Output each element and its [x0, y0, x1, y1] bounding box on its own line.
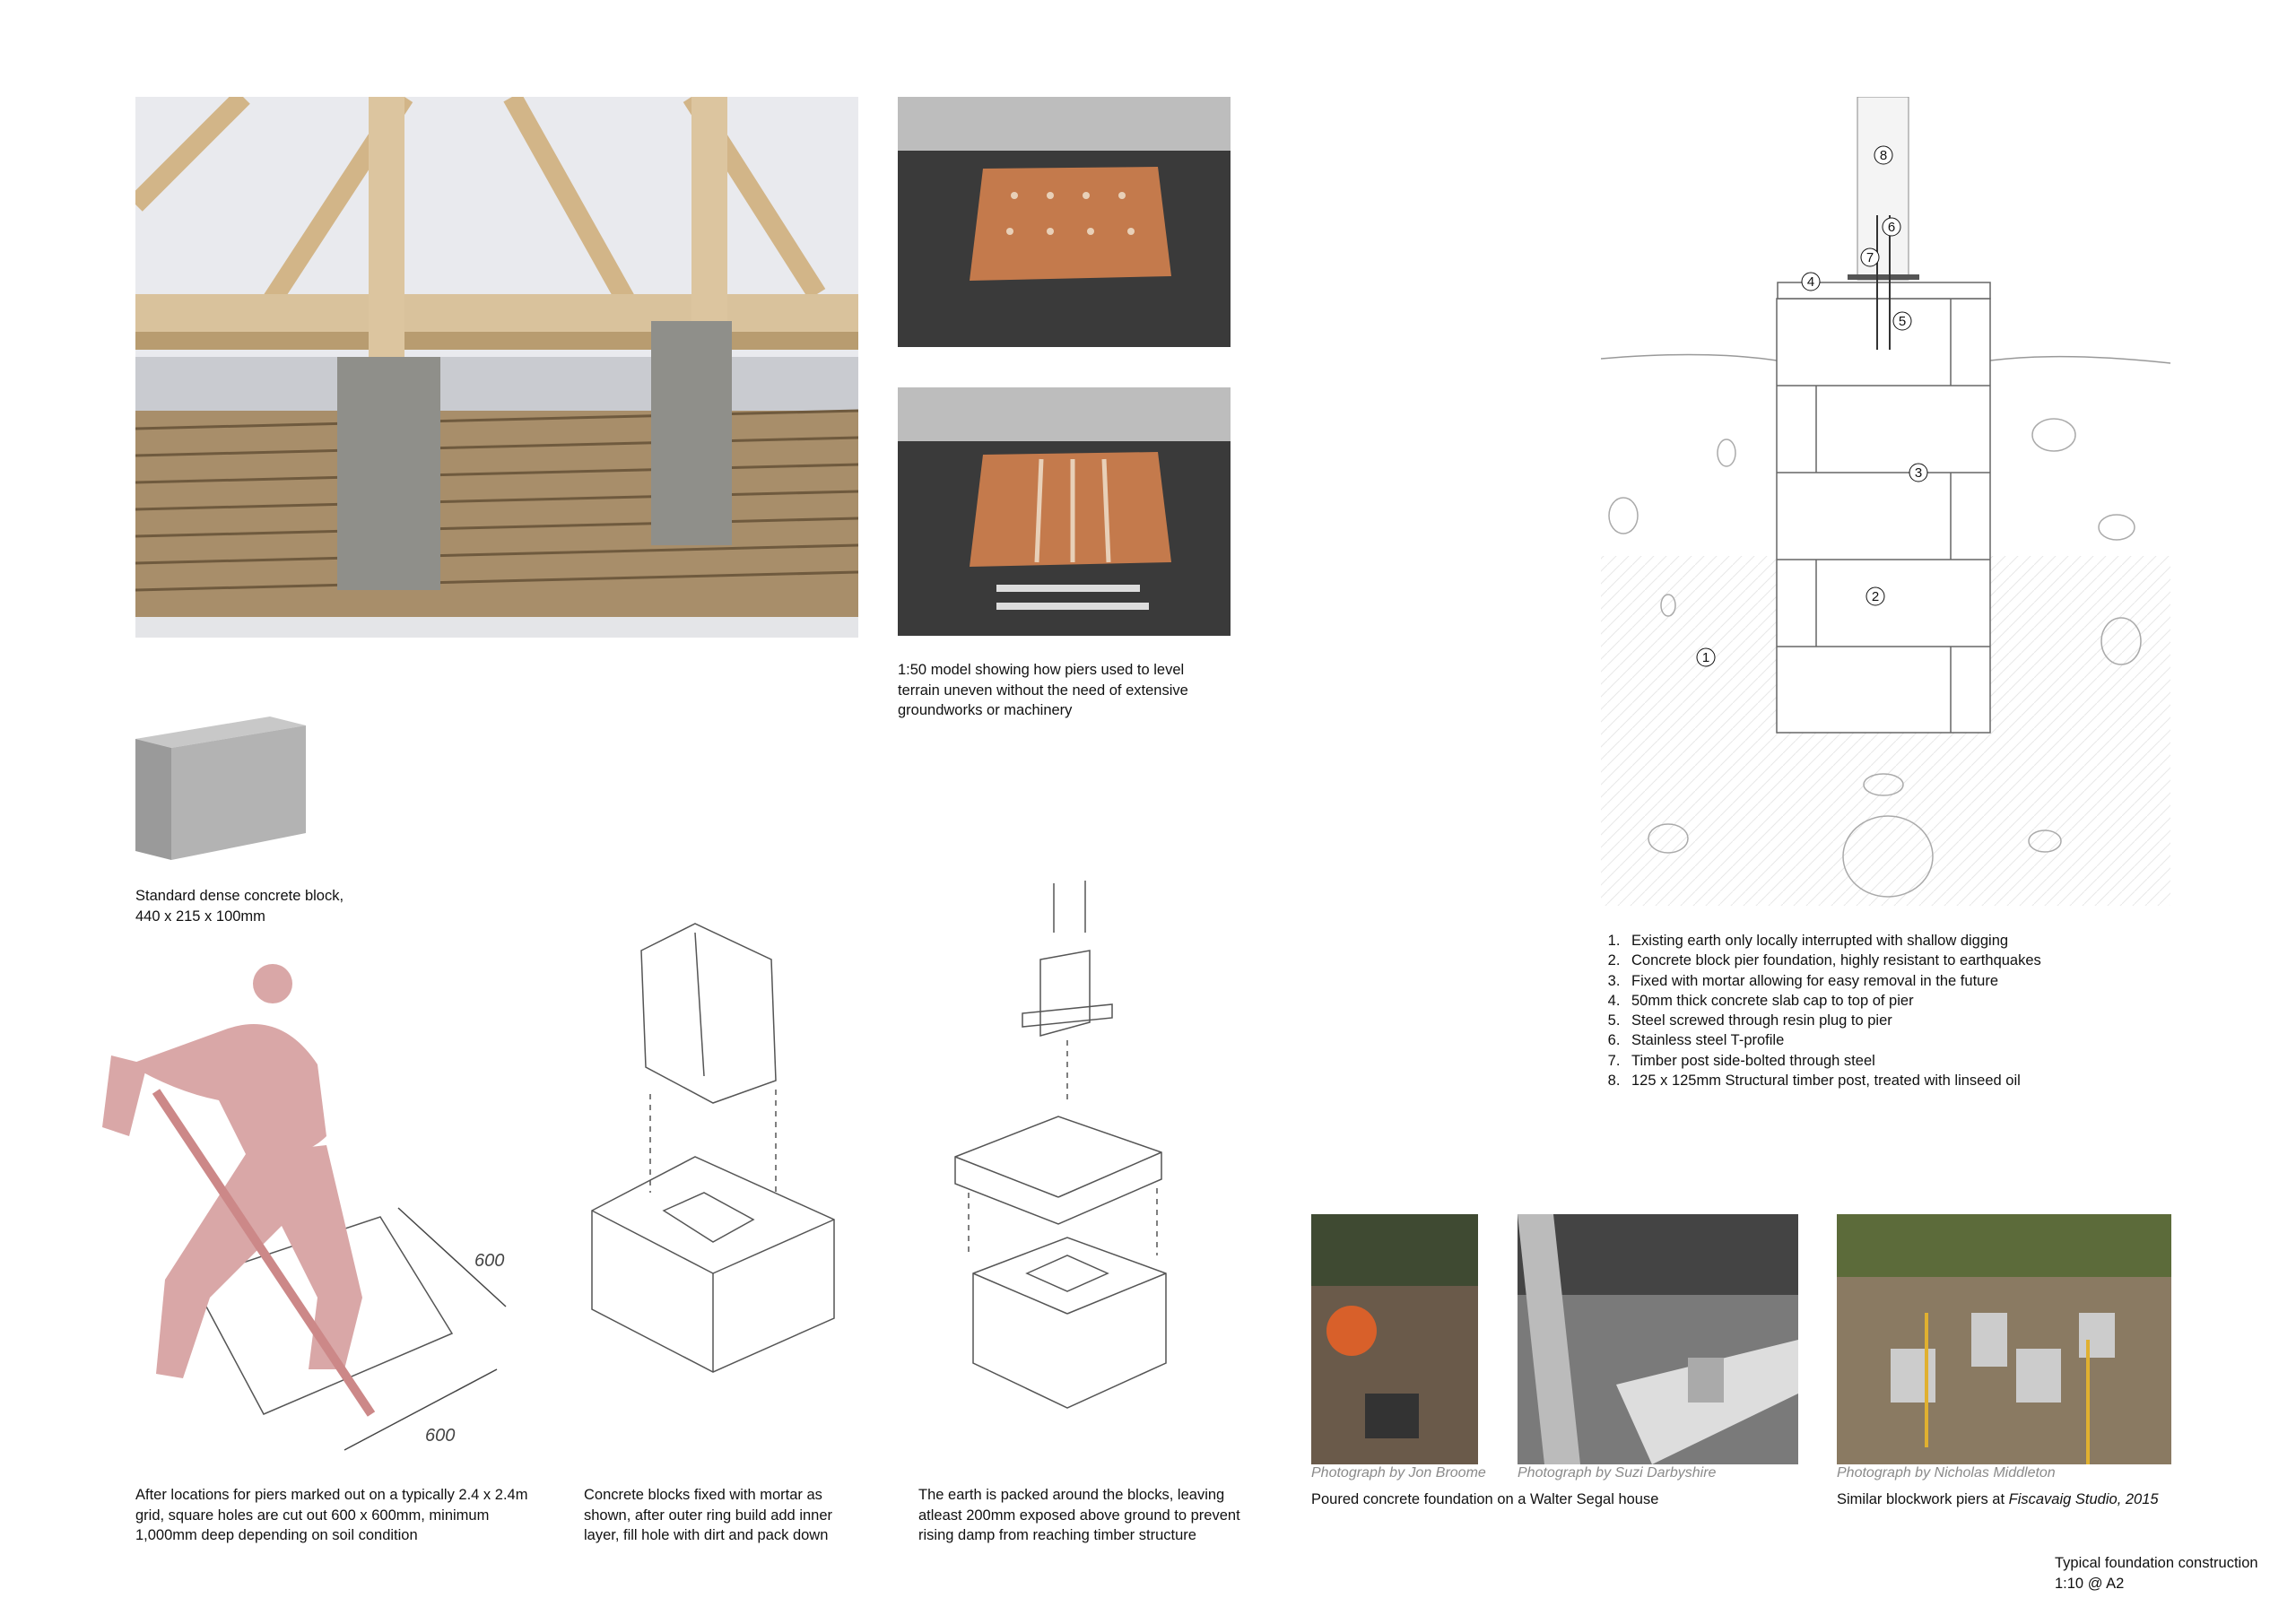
photo-credit-1: Photograph by Jon Broome [1311, 1465, 1486, 1481]
photo-credit-2: Photograph by Suzi Darbyshire [1518, 1465, 1717, 1481]
svg-text:5: 5 [1899, 314, 1906, 329]
photo-caption-1: Poured concrete foundation on a Walter S… [1311, 1491, 1659, 1507]
photo-credit-3: Photograph by Nicholas Middleton [1837, 1465, 2056, 1481]
svg-text:3: 3 [1915, 465, 1922, 481]
photo-fiscavaig-studio [1837, 1214, 2171, 1464]
sketch-digging: 600 600 [66, 957, 551, 1477]
section-label-3: 3 [1909, 463, 1928, 482]
model-caption: 1:50 model showing how piers used to lev… [898, 662, 1188, 718]
photo-caption-2: Similar blockwork piers at Fiscavaig Stu… [1837, 1491, 2159, 1507]
step-caption-1: After locations for piers marked out on … [135, 1487, 528, 1543]
sketch-block-assembly [578, 897, 857, 1417]
svg-text:7: 7 [1866, 250, 1874, 265]
model-photo-closeup [135, 97, 858, 638]
section-label-4: 4 [1801, 272, 1821, 291]
svg-text:600: 600 [425, 1426, 455, 1446]
sketch-cap-and-steel [942, 861, 1256, 1417]
photo-walter-segal-1 [1311, 1214, 1478, 1464]
foundation-section-drawing: 1 2 3 4 5 6 7 8 [1601, 97, 2175, 908]
model-photo-rails [898, 387, 1231, 636]
svg-text:6: 6 [1888, 220, 1895, 235]
section-label-6: 6 [1882, 217, 1901, 237]
drawing-title: Typical foundation construction [2055, 1555, 2258, 1571]
section-label-1: 1 [1696, 647, 1716, 667]
section-label-7: 7 [1860, 248, 1880, 267]
section-label-8: 8 [1874, 145, 1893, 165]
svg-text:4: 4 [1807, 274, 1814, 290]
section-legend: Existing earth only locally interrupted … [1601, 931, 2041, 1090]
photo-walter-segal-2 [1518, 1214, 1798, 1464]
step-caption-3: The earth is packed around the blocks, l… [918, 1487, 1240, 1543]
section-label-2: 2 [1866, 586, 1885, 606]
block-caption: Standard dense concrete block,440 x 215 … [135, 888, 344, 925]
drawing-scale: 1:10 @ A2 [2055, 1575, 2125, 1592]
svg-text:2: 2 [1872, 589, 1879, 604]
svg-text:600: 600 [474, 1251, 504, 1271]
model-photo-piers [898, 97, 1231, 347]
concrete-block-image [135, 716, 308, 860]
svg-text:1: 1 [1702, 650, 1709, 665]
section-label-5: 5 [1892, 311, 1912, 331]
svg-text:8: 8 [1880, 148, 1887, 163]
title-block: Typical foundation construction 1:10 @ A… [2055, 1553, 2258, 1594]
